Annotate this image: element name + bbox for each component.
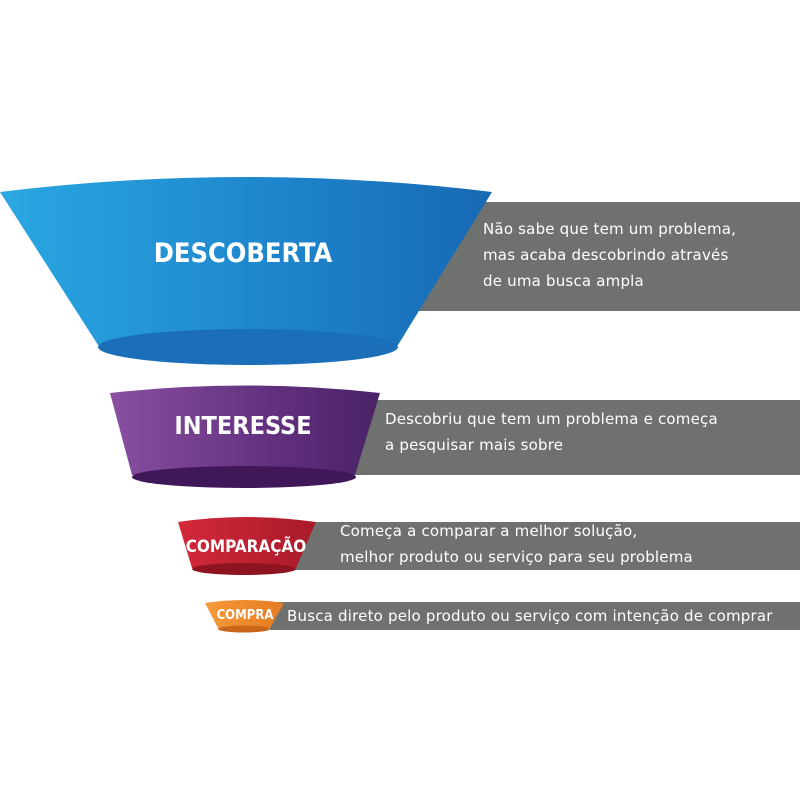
description-line: Começa a comparar a melhor solução, xyxy=(340,522,638,540)
description-bar-comparacao xyxy=(292,522,800,570)
description-line: Não sabe que tem um problema, xyxy=(483,220,737,238)
stage-label-compra: COMPRA xyxy=(217,608,274,623)
funnel-stage-comparacao: COMPARAÇÃO xyxy=(178,517,316,575)
stage-label-descoberta: DESCOBERTA xyxy=(154,238,333,269)
description-line: mas acaba descobrindo através xyxy=(483,246,729,264)
funnel-stage-descoberta: DESCOBERTA xyxy=(0,177,492,365)
description-line: Busca direto pelo produto ou serviço com… xyxy=(287,607,773,625)
description-line: de uma busca ampla xyxy=(483,272,644,290)
description-line: melhor produto ou serviço para seu probl… xyxy=(340,548,693,566)
description-compra: Busca direto pelo produto ou serviço com… xyxy=(287,602,773,630)
description-descoberta: Não sabe que tem um problema, mas acaba … xyxy=(483,216,736,294)
funnel-stage-interesse: INTERESSE xyxy=(110,385,380,488)
description-line: a pesquisar mais sobre xyxy=(385,436,564,454)
funnel-stage-compra: COMPRA xyxy=(205,600,284,633)
description-bar-compra xyxy=(270,602,800,630)
description-line: Descobriu que tem um problema e começa xyxy=(385,410,718,428)
stage-label-interesse: INTERESSE xyxy=(174,411,311,440)
description-interesse: Descobriu que tem um problema e começa a… xyxy=(385,406,718,458)
description-comparacao: Começa a comparar a melhor solução, melh… xyxy=(340,518,693,570)
stage-label-comparacao: COMPARAÇÃO xyxy=(186,534,307,557)
description-bar-interesse xyxy=(322,400,800,475)
